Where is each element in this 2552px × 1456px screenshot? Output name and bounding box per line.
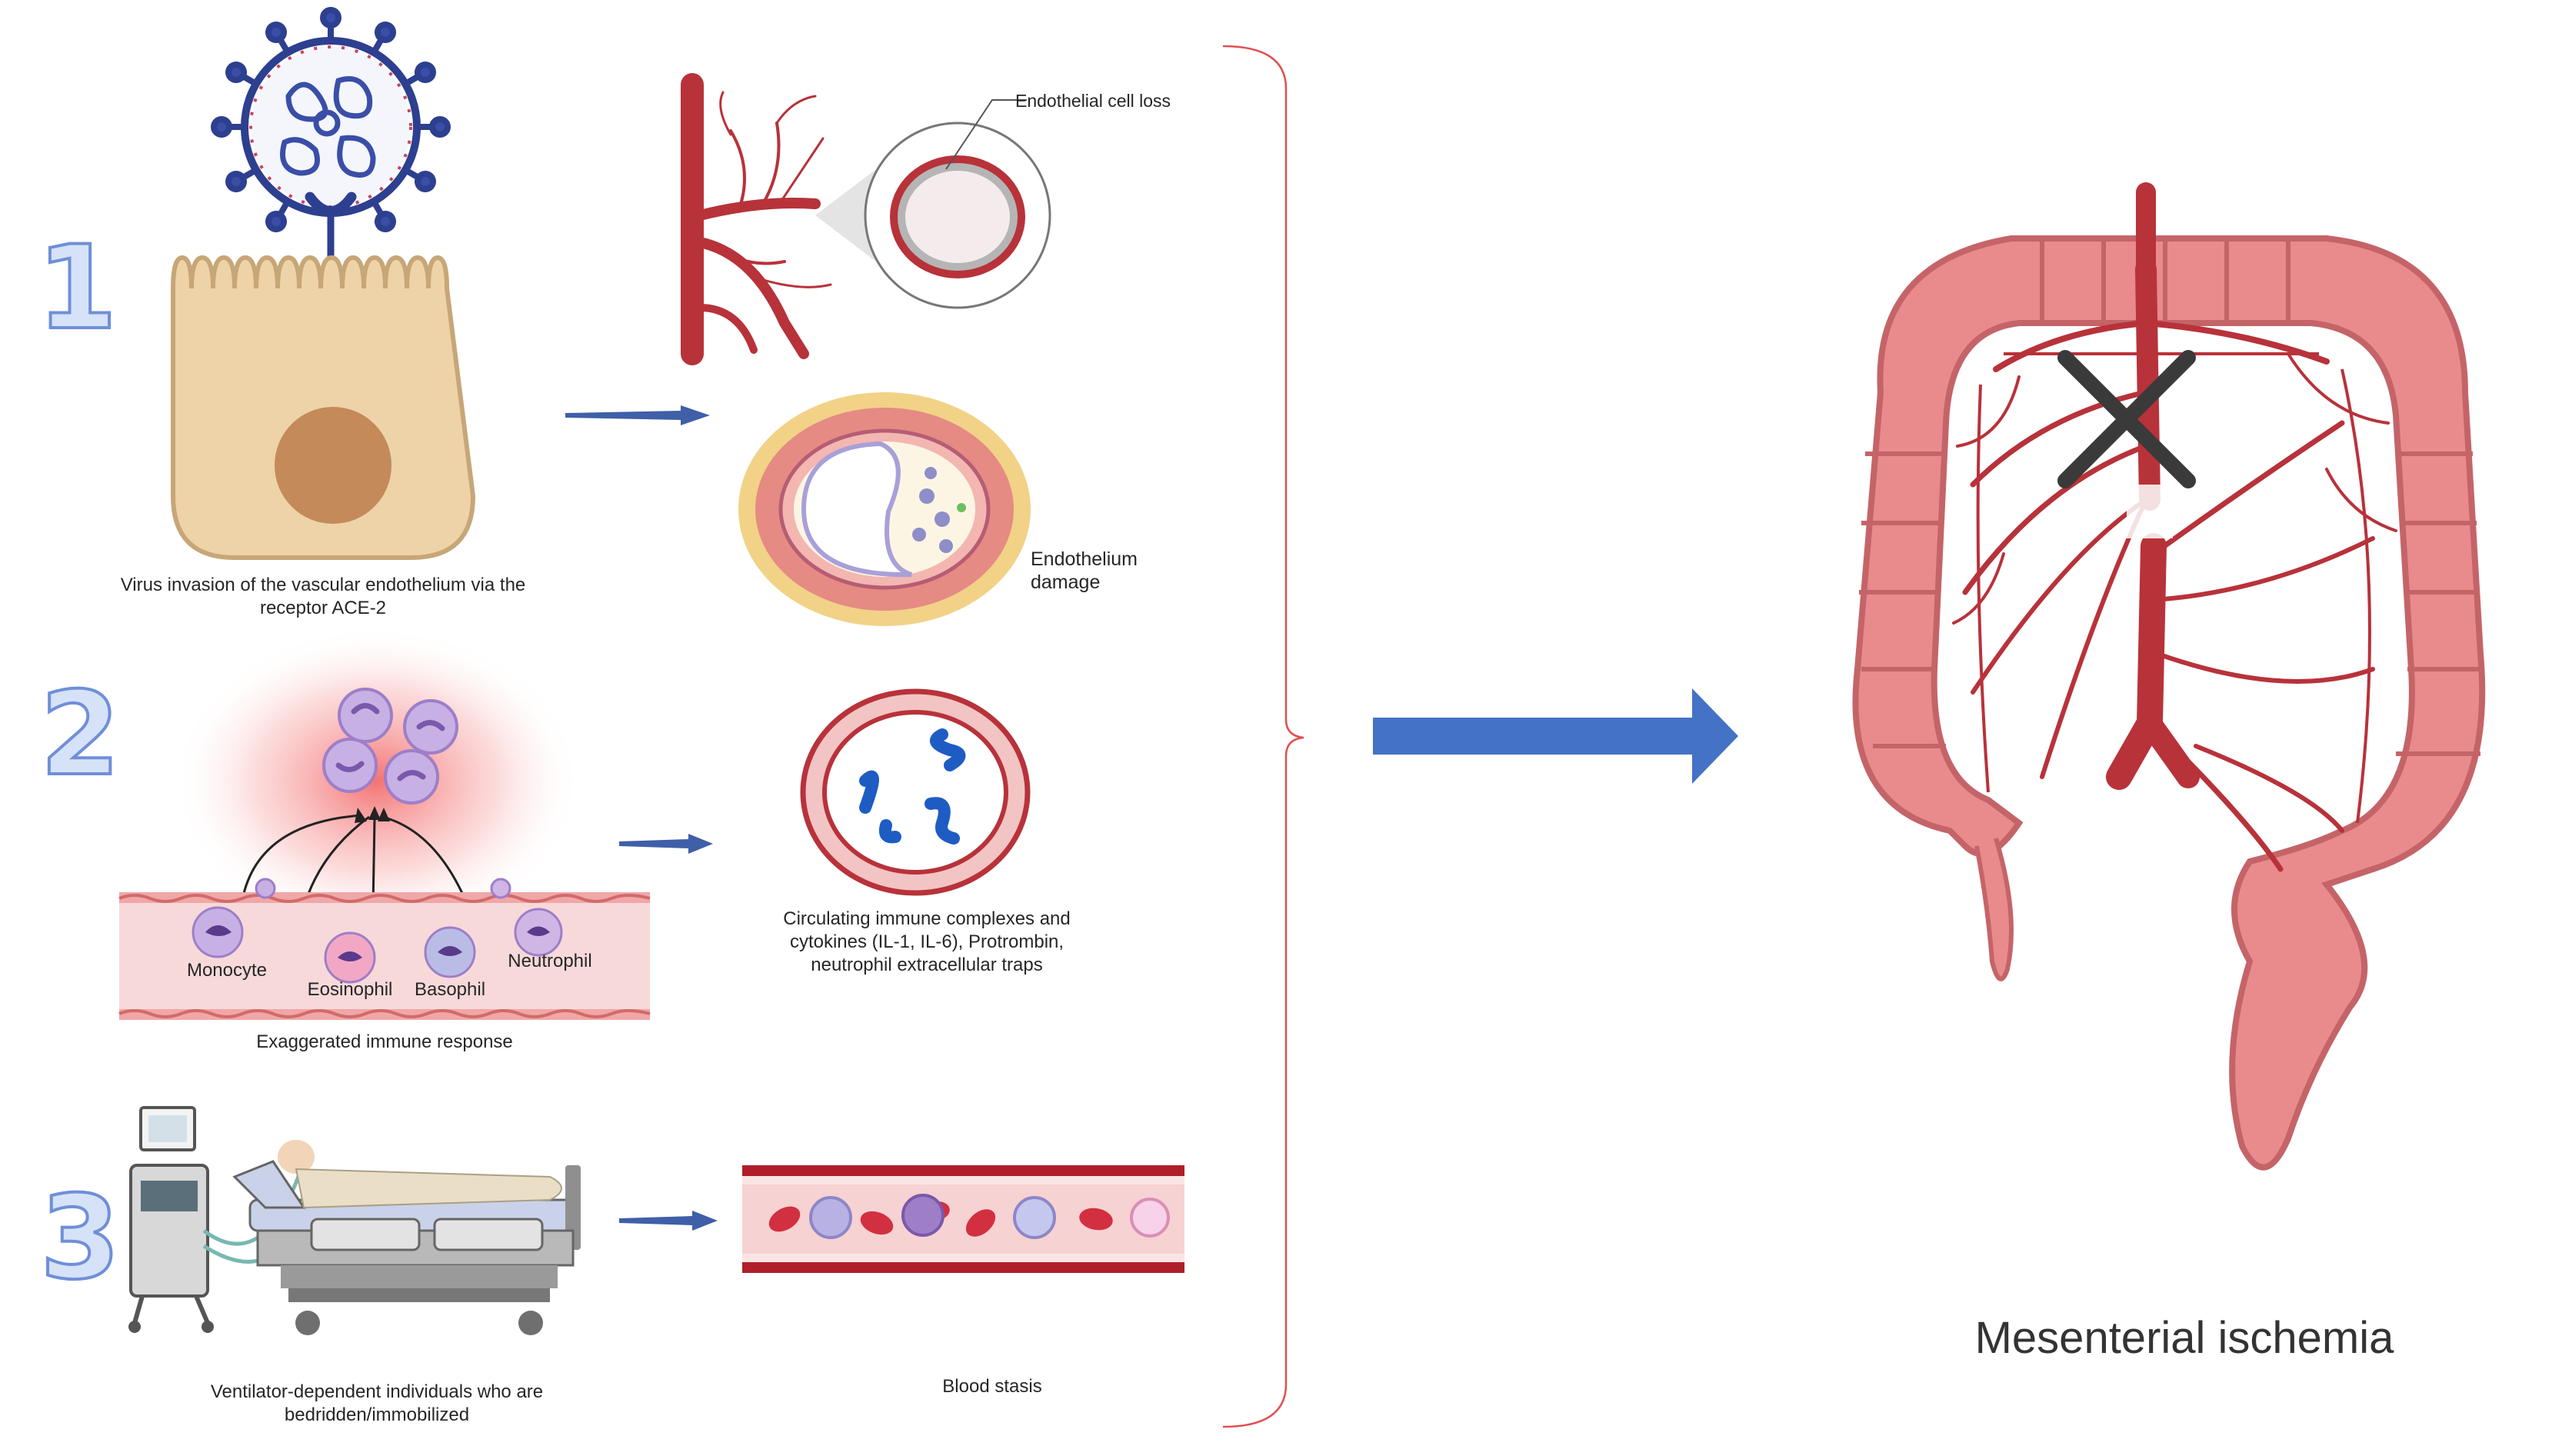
endothelial-cell-loss-label: Endothelial cell loss	[1015, 91, 1171, 111]
immune-complex-vessel	[800, 688, 1031, 896]
eosinophil-label: Eosinophil	[307, 979, 393, 1000]
arrow-step3	[619, 1211, 718, 1231]
blood-stasis-caption: Blood stasis	[942, 1376, 1042, 1397]
endothelium-damage-section	[738, 392, 1031, 626]
magnifier-cone	[815, 122, 1051, 309]
basophil-label: Basophil	[414, 979, 486, 1000]
blood-stasis-vessel	[742, 1165, 1184, 1273]
arrow-step1	[565, 405, 710, 425]
inflammation-glow	[173, 627, 581, 935]
big-right-arrow	[1373, 688, 1738, 784]
exaggerated-response-caption: Exaggerated immune response	[256, 1031, 513, 1052]
step-number-2: 2	[38, 668, 122, 801]
endothelium-damage-label: Endothelium damage	[1031, 548, 1138, 593]
neutrophil-label: Neutrophil	[508, 951, 592, 971]
ventilator-individuals-caption: Ventilator-dependent individuals who are…	[210, 1381, 544, 1425]
ventilator-bed-illustration	[128, 1106, 581, 1335]
step-number-3: 3	[38, 1171, 122, 1305]
cell-loss-pointer	[945, 99, 1027, 170]
virus-icon	[211, 7, 451, 232]
grouping-bracket	[1222, 45, 1304, 1428]
endothelial-cell	[171, 255, 476, 560]
blood-vessel-immune-cells	[118, 878, 651, 1020]
vessel-tree	[681, 73, 832, 365]
mesenterial-ischemia-label: Mesenterial ischemia	[1974, 1313, 2394, 1363]
colon-mesenteric-illustration	[1852, 182, 2486, 1171]
step-number-1: 1	[35, 222, 118, 355]
circulating-complexes-caption: Circulating immune complexes and cytokin…	[783, 908, 1071, 975]
monocyte-label: Monocyte	[186, 960, 268, 981]
occlusion-x-mark	[2057, 350, 2196, 488]
arrow-step2	[619, 834, 713, 854]
virus-invasion-caption: Virus invasion of the vascular endotheli…	[120, 575, 526, 618]
